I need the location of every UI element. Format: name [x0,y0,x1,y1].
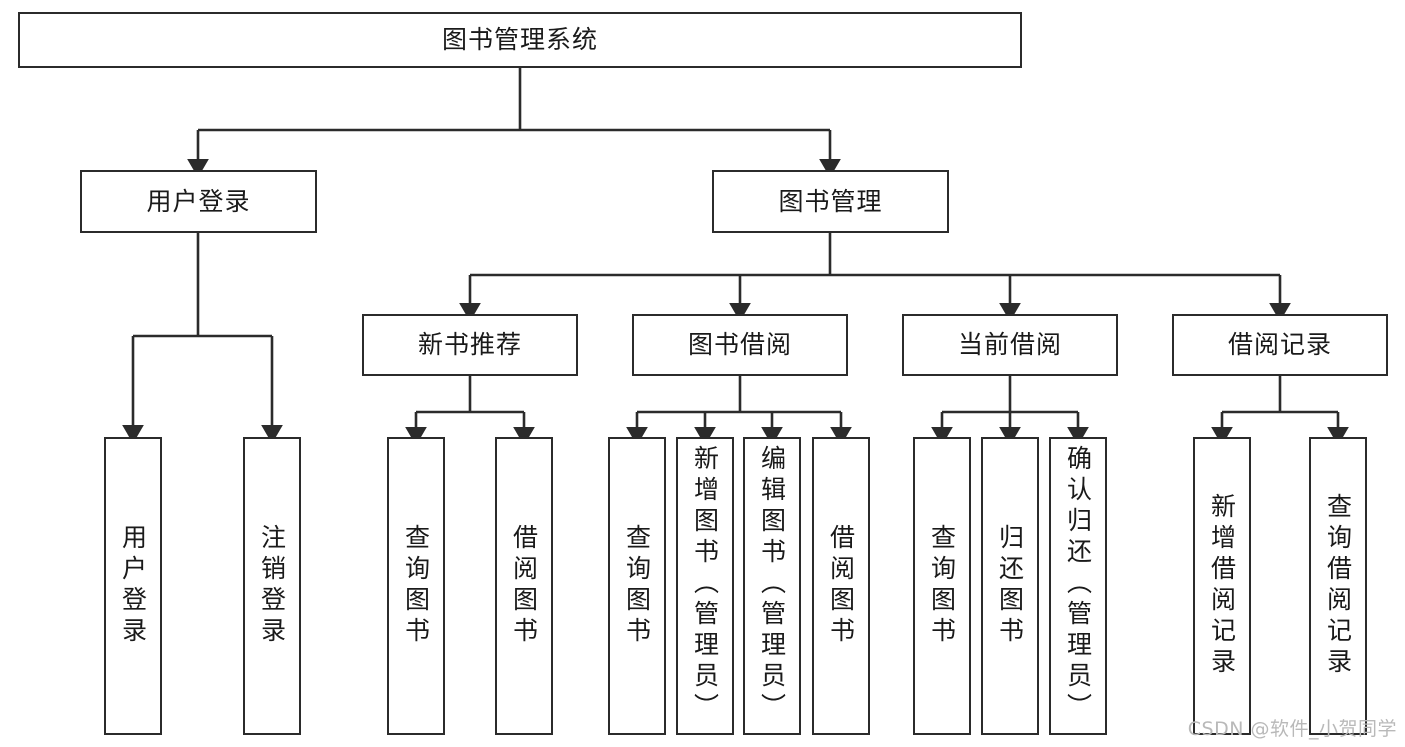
node-book-management[interactable]: 图书管理 [712,170,949,233]
leaf-query-record-label: 查询借阅记录 [1323,493,1353,679]
leaf-edit-book[interactable]: 编辑图书（管理员） [743,437,801,735]
leaf-borrow-book-1[interactable]: 借阅图书 [495,437,553,735]
leaf-add-book-label: 新增图书（管理员） [690,445,720,724]
leaf-query-book-2[interactable]: 查询图书 [608,437,666,735]
node-borrow-record[interactable]: 借阅记录 [1172,314,1388,376]
leaf-user-login[interactable]: 用户登录 [104,437,162,735]
leaf-borrow-book-1-label: 借阅图书 [509,524,539,648]
leaf-query-book-1[interactable]: 查询图书 [387,437,445,735]
leaf-query-book-1-label: 查询图书 [401,524,431,648]
leaf-add-record-label: 新增借阅记录 [1207,493,1237,679]
leaf-edit-book-label: 编辑图书（管理员） [757,445,787,724]
node-user-login-label: 用户登录 [146,186,251,216]
leaf-borrow-book-2[interactable]: 借阅图书 [812,437,870,735]
node-book-borrow-label: 图书借阅 [687,330,792,360]
leaf-confirm-return[interactable]: 确认归还（管理员） [1049,437,1107,735]
node-root[interactable]: 图书管理系统 [18,12,1022,68]
leaf-query-book-3[interactable]: 查询图书 [913,437,971,735]
leaf-logout-login-label: 注销登录 [257,524,287,648]
leaf-user-login-label: 用户登录 [118,524,148,648]
leaf-add-record[interactable]: 新增借阅记录 [1193,437,1251,735]
node-user-login[interactable]: 用户登录 [80,170,317,233]
leaf-add-book[interactable]: 新增图书（管理员） [676,437,734,735]
node-new-book-recommend-label: 新书推荐 [417,330,522,360]
node-root-label: 图书管理系统 [441,25,598,55]
node-borrow-record-label: 借阅记录 [1227,330,1332,360]
leaf-return-book[interactable]: 归还图书 [981,437,1039,735]
leaf-borrow-book-2-label: 借阅图书 [826,524,856,648]
node-book-borrow[interactable]: 图书借阅 [632,314,848,376]
leaf-query-book-2-label: 查询图书 [622,524,652,648]
leaf-query-record[interactable]: 查询借阅记录 [1309,437,1367,735]
leaf-return-book-label: 归还图书 [995,524,1025,648]
leaf-logout-login[interactable]: 注销登录 [243,437,301,735]
leaf-confirm-return-label: 确认归还（管理员） [1063,445,1093,724]
leaf-query-book-3-label: 查询图书 [927,524,957,648]
node-new-book-recommend[interactable]: 新书推荐 [362,314,578,376]
watermark: CSDN @软件_小贺同学 [1187,718,1397,740]
node-current-borrow[interactable]: 当前借阅 [902,314,1118,376]
node-current-borrow-label: 当前借阅 [957,330,1062,360]
node-book-management-label: 图书管理 [778,186,883,216]
